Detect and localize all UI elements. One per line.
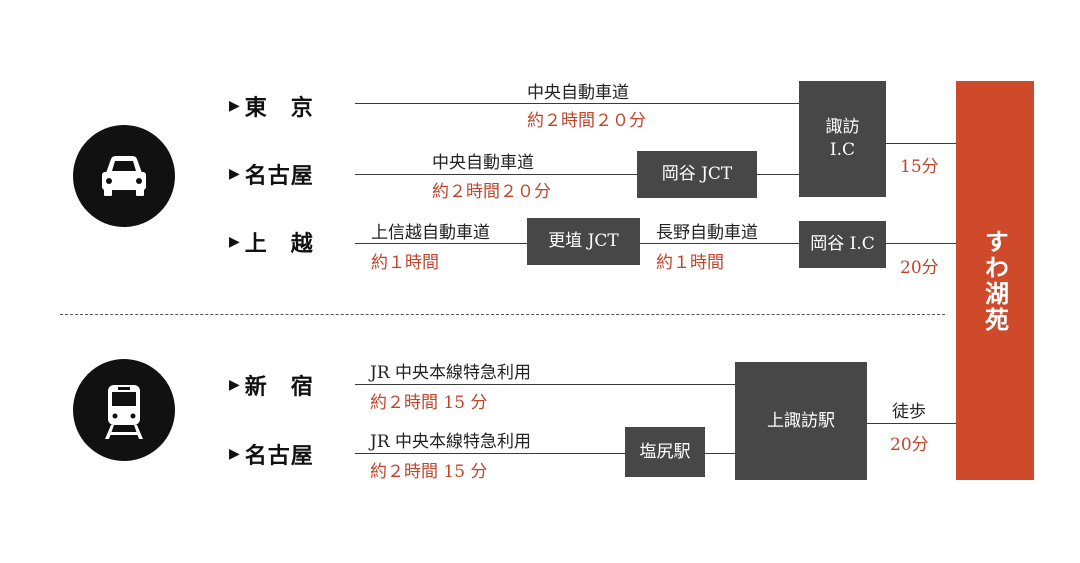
time-label-nagoya-car: 約２時間２０分 xyxy=(432,182,551,202)
walk-time-label: 20分 xyxy=(890,435,929,455)
time-label-joetsu-2: 約１時間 xyxy=(656,253,724,273)
route-line-joetsu-1 xyxy=(355,243,527,244)
suwa-ic-box: 諏訪 I.C xyxy=(799,81,886,197)
route-line-tokyo xyxy=(355,103,799,104)
origin-label: 名古屋 xyxy=(244,443,314,469)
time-label-shinjuku: 約２時間 15 分 xyxy=(370,393,488,413)
route-line-suwa-ic-to-dest xyxy=(886,143,956,144)
time-label-joetsu-1: 約１時間 xyxy=(371,253,439,273)
route-line-okaya-jct-to-suwa xyxy=(757,174,799,175)
time-label-tokyo: 約２時間２０分 xyxy=(527,111,646,131)
origin-label: 名古屋 xyxy=(244,163,314,189)
destination-box: すわ湖苑 xyxy=(956,81,1034,480)
origin-label: 新 宿 xyxy=(244,374,314,400)
okaya-jct-box: 岡谷 JCT xyxy=(637,151,757,198)
time-label-okaya-ic: 20分 xyxy=(900,258,939,278)
origin-nagoya-train: ▶ 名古屋 xyxy=(229,438,314,470)
route-line-okaya-ic-to-dest xyxy=(886,243,956,244)
triangle-right-icon: ▶ xyxy=(229,446,241,462)
route-line-nagoya-car xyxy=(355,174,637,175)
triangle-right-icon: ▶ xyxy=(229,377,241,393)
route-line-shiojiri-to-kamisuwa xyxy=(705,453,735,454)
route-line-shinjuku xyxy=(355,384,735,385)
triangle-right-icon: ▶ xyxy=(229,98,241,114)
road-label-joetsu-1: 上信越自動車道 xyxy=(371,223,490,243)
triangle-right-icon: ▶ xyxy=(229,234,241,250)
train-icon xyxy=(105,385,143,439)
kamisuwa-station-box: 上諏訪駅 xyxy=(735,362,867,480)
route-line-nagoya-train xyxy=(355,453,625,454)
line-label-nagoya-train: JR 中央本線特急利用 xyxy=(370,432,532,452)
destination-label: すわ湖苑 xyxy=(980,228,1010,333)
suwa-ic-label: 諏訪 I.C xyxy=(825,117,860,160)
origin-shinjuku: ▶ 新 宿 xyxy=(229,369,314,401)
time-label-nagoya-train: 約２時間 15 分 xyxy=(370,462,488,482)
route-line-kamisuwa-to-dest xyxy=(867,423,956,424)
train-icon-circle xyxy=(73,359,175,461)
road-label-nagoya-car: 中央自動車道 xyxy=(432,153,534,173)
line-label-shinjuku: JR 中央本線特急利用 xyxy=(370,363,532,383)
origin-label: 東 京 xyxy=(244,95,314,121)
shiojiri-station-box: 塩尻駅 xyxy=(625,427,705,477)
car-icon xyxy=(102,156,146,196)
origin-label: 上 越 xyxy=(244,231,314,257)
origin-nagoya-car: ▶ 名古屋 xyxy=(229,158,314,190)
section-divider xyxy=(60,314,945,315)
triangle-right-icon: ▶ xyxy=(229,166,241,182)
okaya-ic-box: 岡谷 I.C xyxy=(799,221,886,268)
walk-label: 徒歩 xyxy=(892,402,926,422)
route-line-joetsu-2 xyxy=(640,243,799,244)
koshoku-jct-box: 更埴 JCT xyxy=(527,218,640,265)
time-label-suwa-ic: 15分 xyxy=(900,157,939,177)
road-label-joetsu-2: 長野自動車道 xyxy=(656,223,758,243)
road-label-tokyo: 中央自動車道 xyxy=(527,83,629,103)
origin-tokyo: ▶ 東 京 xyxy=(229,90,314,122)
car-icon-circle xyxy=(73,125,175,227)
origin-joetsu: ▶ 上 越 xyxy=(229,226,314,258)
